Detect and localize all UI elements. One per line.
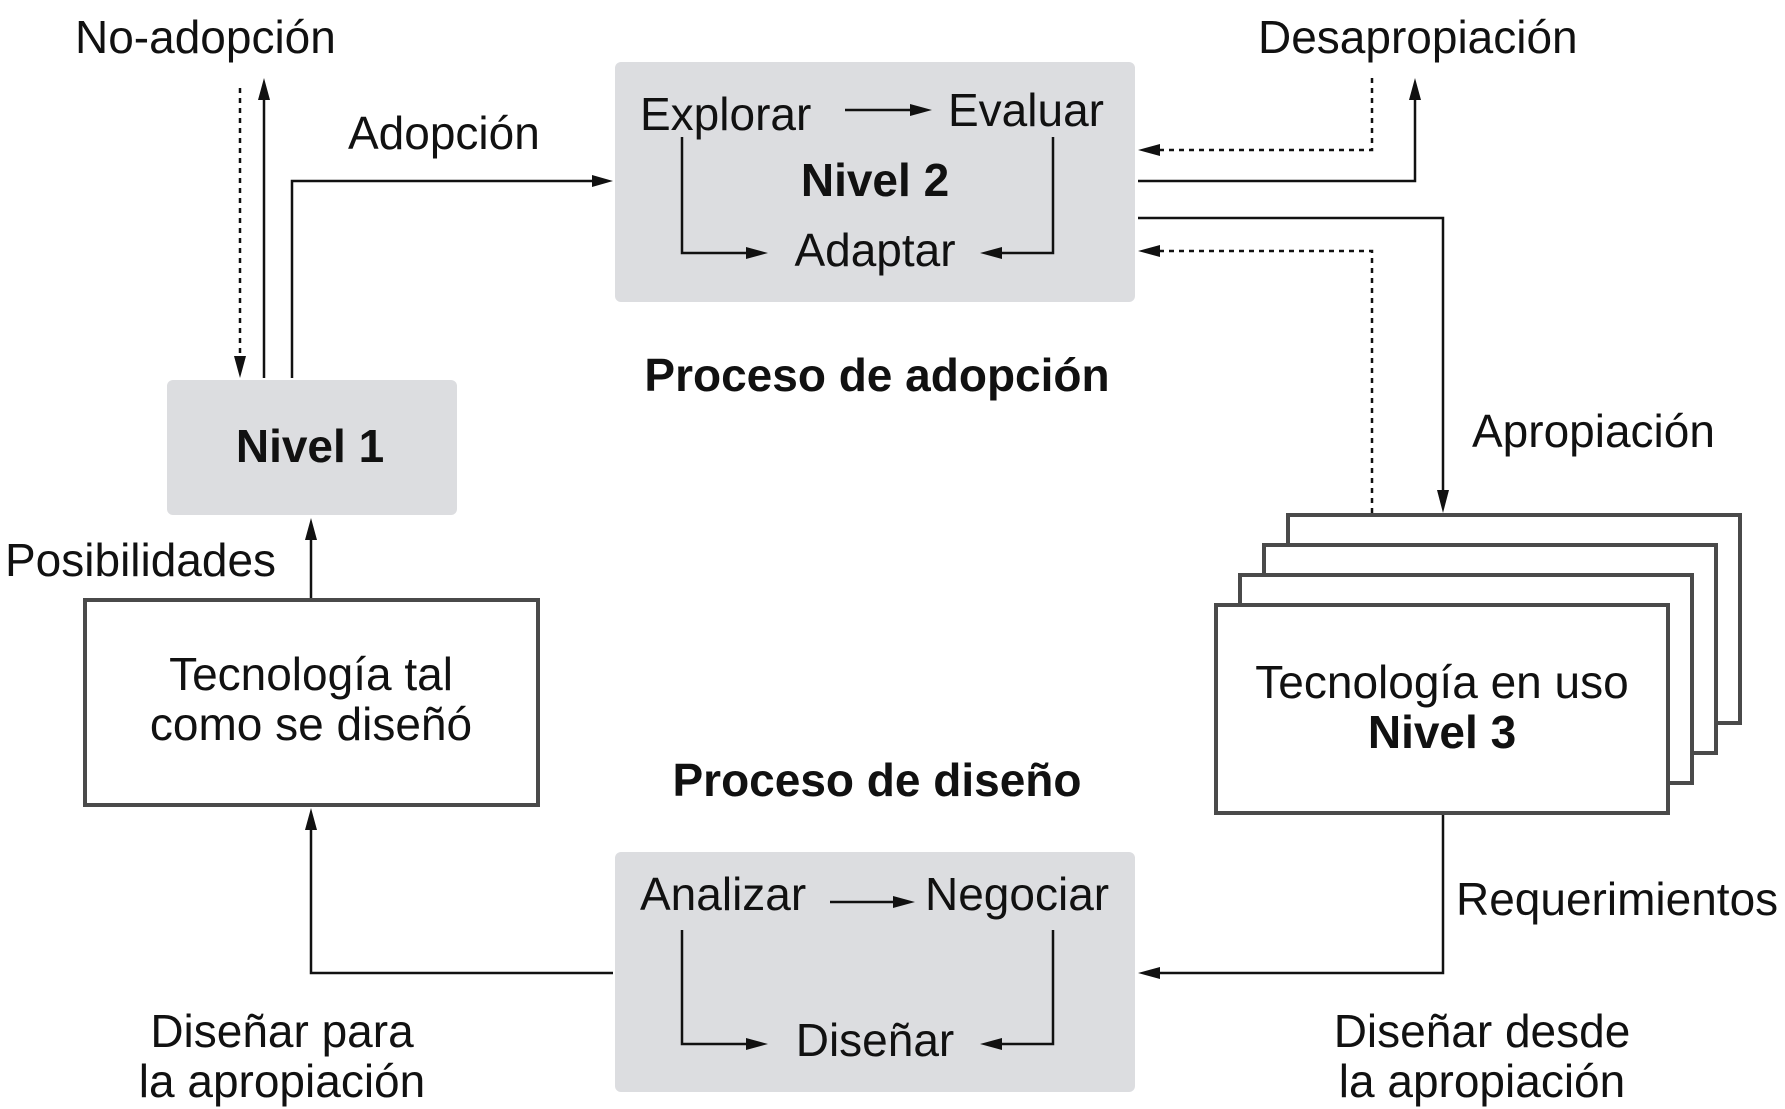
nivel2-internal-arrows [680,104,1055,259]
design-from-line2: la apropiación [1339,1055,1625,1107]
no-adoption-label: No-adopción [75,11,336,63]
nivel1-background [167,380,457,515]
adoption-arrow [290,175,613,378]
tech-in-use-frame [1214,603,1670,815]
requirements-arrow [1138,815,1445,979]
explorar-label: Explorar [640,88,811,140]
tech-designed-line1: Tecnología tal [169,648,453,700]
design-process-title: Proceso de diseño [672,754,1081,806]
tech-designed-frame [83,598,540,807]
disenar-label: Diseñar [796,1014,955,1066]
evaluar-label: Evaluar [948,84,1104,136]
possibilities-label: Posibilidades [5,534,276,586]
design-for-arrow [305,808,613,975]
adoption-process-title: Proceso de adopción [644,349,1109,401]
appropriation-label: Apropiación [1472,405,1715,457]
design-internal-arrows [680,896,1055,1050]
appropriation-arrows [1138,216,1449,513]
nivel1-label: Nivel 1 [236,420,384,472]
adoption-label: Adopción [348,107,540,159]
tech-in-use-stack: Tecnología en uso Nivel 3 [1214,513,1742,815]
nivel2-background [615,62,1135,302]
possibilities-arrow [305,518,317,598]
tech-in-use-line1: Tecnología en uso [1255,656,1628,708]
design-process-background [615,852,1135,1092]
disappropriation-arrows [1138,78,1421,183]
requirements-label: Requerimientos [1456,873,1778,925]
analizar-label: Analizar [640,868,806,920]
design-for-line1: Diseñar para [150,1005,414,1057]
no-adoption-arrows [234,78,270,378]
design-for-line2: la apropiación [139,1055,425,1107]
nivel2-title: Nivel 2 [801,154,949,206]
disappropriation-label: Desapropiación [1258,11,1578,63]
negociar-label: Negociar [925,868,1109,920]
design-process-box: Analizar Negociar Diseñar [615,852,1135,1092]
design-from-line1: Diseñar desde [1334,1005,1631,1057]
adaptar-label: Adaptar [794,224,955,276]
tech-designed-box: Tecnología tal como se diseñó [83,598,540,807]
nivel1-box: Nivel 1 [167,380,457,515]
tech-designed-line2: como se diseñó [150,698,472,750]
tech-in-use-line2: Nivel 3 [1368,706,1516,758]
nivel2-box: Explorar Evaluar Nivel 2 Adaptar [615,62,1135,302]
